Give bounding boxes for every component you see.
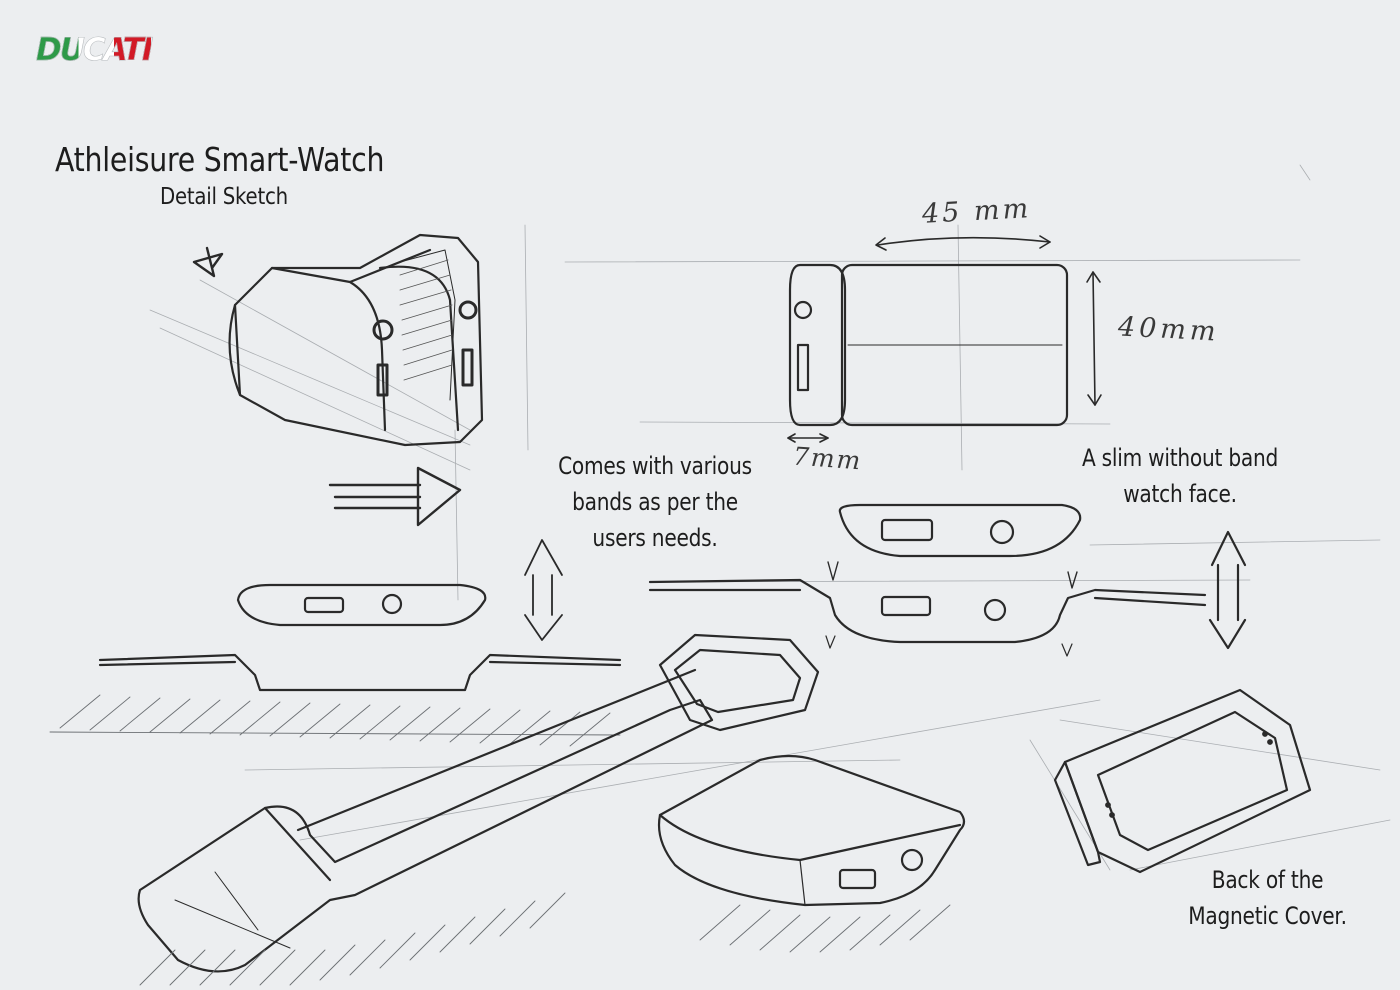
note-line: bands as per the [572, 488, 738, 516]
note-line: Back of the [1211, 866, 1324, 894]
double-arrow-icon [524, 539, 563, 641]
note-line: A slim without band [1081, 444, 1279, 472]
star-doodle-icon [192, 246, 224, 278]
note-line: Magnetic Cover. [1188, 902, 1347, 930]
perspective-watch-sketch [228, 233, 484, 447]
note-slim-face: A slim without band watch face. [1067, 440, 1294, 512]
note-magnetic-cover: Back of the Magnetic Cover. [1169, 862, 1366, 934]
dimension-arrows [787, 235, 1102, 443]
note-line: Comes with various [558, 452, 752, 480]
note-line: users needs. [592, 524, 718, 552]
dimension-width-label: 45 mm [921, 193, 1032, 230]
note-bands: Comes with various bands as per the user… [542, 448, 769, 556]
dimension-depth-label: 7mm [792, 441, 864, 476]
slim-face-sketch [648, 503, 1247, 657]
page-subtitle: Detail Sketch [160, 184, 288, 210]
side-profile-sketch [98, 583, 622, 692]
dimension-height-label: 40mm [1117, 311, 1221, 348]
note-line: watch face. [1123, 480, 1237, 508]
ducati-logo: DUCATI [36, 32, 154, 69]
arrow-icon [328, 466, 462, 527]
ground-hatching [49, 694, 621, 747]
magnetic-cover-sketch [1053, 688, 1312, 874]
front-view-sketch [788, 263, 1069, 427]
band-sketch [137, 633, 820, 973]
band-hatching [139, 892, 566, 986]
page-title: Athleisure Smart-Watch [55, 140, 385, 179]
pod-hatching [699, 904, 951, 953]
pod-sketch [657, 754, 966, 907]
construction-lines [149, 164, 1391, 871]
